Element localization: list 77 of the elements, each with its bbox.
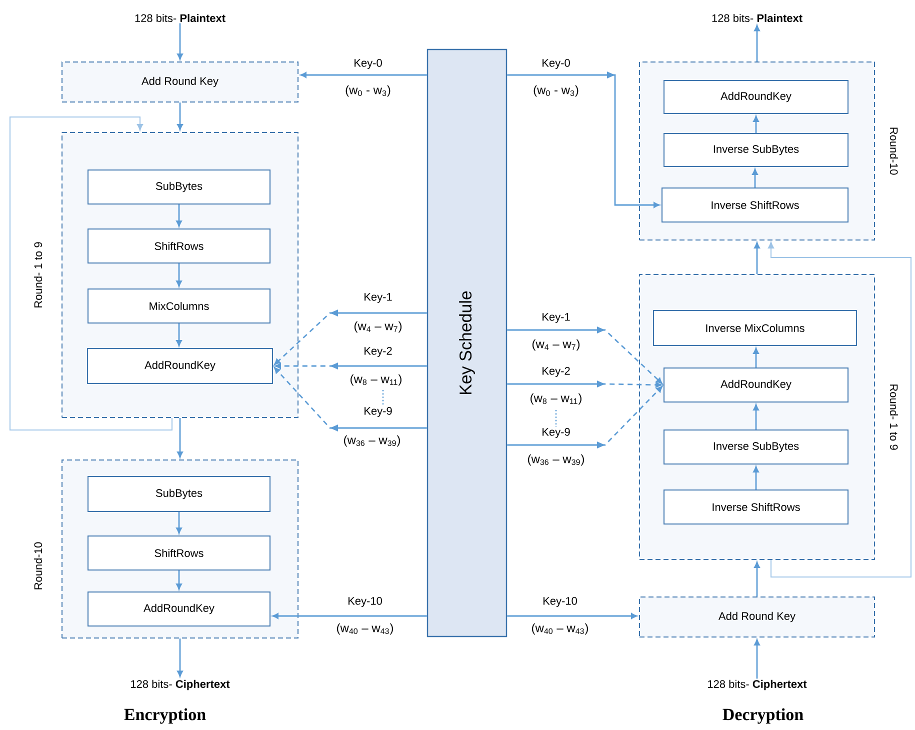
round-label: Round- 1 to 9	[890, 384, 898, 450]
arrow	[753, 116, 759, 133]
arrow	[177, 418, 183, 458]
arrow	[176, 264, 182, 287]
subkey-label: (w$_{8}$ – w$_{11}$)	[348, 373, 404, 387]
io-label: 128 bits- Ciphertext	[708, 680, 807, 690]
io-label: 128 bits- Plaintext	[135, 14, 226, 22]
edge-label: Key-10	[542, 596, 578, 608]
key-arrow	[274, 367, 427, 432]
dashed-process-box: Add Round Key	[62, 62, 298, 102]
edge-label: Key-2	[362, 346, 394, 358]
dashed-process-box: Add Round Key	[639, 596, 875, 638]
process-box: ShiftRows	[88, 536, 270, 570]
process-box: ShiftRows	[88, 228, 270, 264]
edge-label: Key-9	[540, 427, 572, 439]
feedback-arrow	[10, 116, 172, 430]
subkey-label: (w$_{0}$ - w$_{3}$)	[344, 84, 392, 98]
subkey-label: (w$_{40}$ – w$_{43}$)	[530, 622, 590, 636]
subkey-label: (w$_{36}$ – w$_{39}$)	[526, 453, 586, 467]
key-arrow	[300, 72, 427, 78]
key-schedule-bar: Key Schedule	[426, 48, 508, 638]
arrow	[177, 23, 183, 60]
process-box: AddRoundKey	[88, 592, 270, 626]
process-box: Inverse ShiftRows	[664, 490, 848, 524]
process-box: Inverse SubBytes	[664, 430, 848, 464]
arrow	[177, 638, 183, 677]
arrow	[176, 324, 182, 346]
arrow	[754, 639, 760, 679]
arrow	[753, 404, 759, 430]
feedback-arrow	[768, 242, 912, 578]
key-arrow	[274, 310, 427, 365]
round-label: Round-10	[34, 542, 42, 590]
process-box: SubBytes	[88, 476, 270, 512]
edge-label: Key-9	[362, 406, 394, 418]
arrow	[176, 204, 182, 227]
arrow	[176, 512, 182, 534]
subkey-label: (w$_{0}$ - w$_{3}$)	[532, 84, 580, 98]
process-box: AddRoundKey	[664, 368, 848, 402]
arrow	[752, 168, 758, 188]
round-label: Round- 1 to 9	[34, 242, 42, 308]
io-label: 128 bits- Plaintext	[712, 14, 802, 22]
process-box: MixColumns	[88, 288, 270, 324]
subkey-label: (w$_{40}$ – w$_{43}$)	[335, 622, 395, 636]
process-box: Inverse ShiftRows	[662, 188, 848, 222]
process-box: Inverse SubBytes	[664, 133, 848, 167]
process-box: AddRoundKey	[664, 80, 848, 114]
edge-label: Key-0	[540, 58, 572, 70]
edge-label: Key-1	[540, 312, 572, 324]
subkey-label: (w$_{4}$ – w$_{7}$)	[530, 338, 582, 352]
heading: Encryption	[124, 708, 206, 724]
arrow	[176, 570, 182, 590]
heading: Decryption	[722, 708, 804, 724]
key-arrow	[507, 72, 660, 208]
subkey-label: (w$_{4}$ – w$_{7}$)	[352, 320, 404, 334]
arrow	[177, 102, 183, 130]
process-box: Inverse MixColumns	[653, 310, 857, 346]
edge-label: Key-0	[352, 58, 384, 70]
key-arrow	[507, 380, 662, 388]
arrow	[753, 348, 759, 368]
edge-label: Key-2	[540, 366, 572, 378]
arrow	[754, 242, 760, 274]
io-label: 128 bits- Ciphertext	[131, 680, 230, 690]
key-arrow	[274, 362, 427, 370]
subkey-label: (w$_{8}$ – w$_{11}$)	[528, 392, 584, 406]
key-arrow	[507, 613, 638, 619]
round-label: Round-10	[890, 128, 898, 175]
key-arrow	[272, 613, 427, 619]
arrow	[753, 466, 759, 490]
key-arrow	[507, 386, 662, 448]
edge-label: Key-1	[362, 292, 394, 304]
arrow	[754, 562, 760, 596]
subkey-label: (w$_{36}$ – w$_{39}$)	[342, 434, 402, 448]
edge-label: Key-10	[346, 596, 384, 608]
arrow	[754, 25, 760, 62]
key-arrow	[507, 326, 662, 384]
process-box: AddRoundKey	[87, 348, 273, 384]
process-box: SubBytes	[88, 170, 270, 204]
